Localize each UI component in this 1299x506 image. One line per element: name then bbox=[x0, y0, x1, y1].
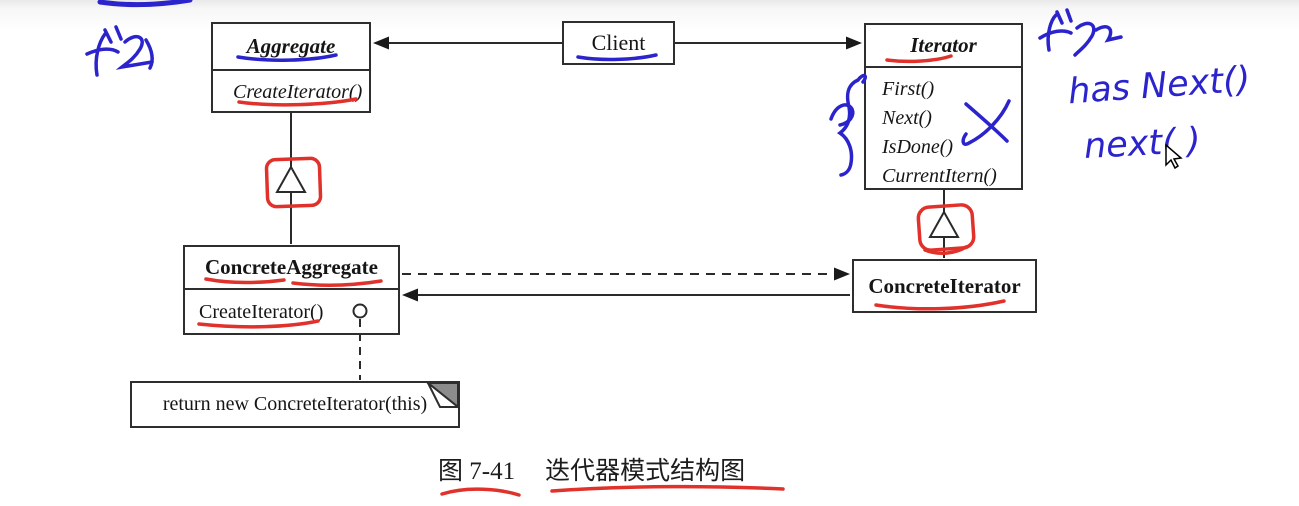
class-box-concreteaggregate: ConcreteAggregate CreateIterator() bbox=[183, 245, 400, 335]
arrowhead-into-iterator bbox=[846, 36, 862, 50]
method-iterator-currentitern: CurrentItern() bbox=[882, 165, 997, 187]
method-iterator-isdone: IsDone() bbox=[882, 136, 954, 158]
class-title-concreteaggregate: ConcreteAggregate bbox=[185, 247, 398, 290]
arrowhead-into-aggregate bbox=[373, 36, 389, 50]
note-folded-corner-icon bbox=[425, 382, 460, 410]
method-aggregate-createiterator: CreateIterator() bbox=[233, 80, 363, 103]
inheritance-triangle-aggregate bbox=[275, 164, 307, 193]
method-iterator-next: Next() bbox=[882, 107, 932, 129]
method-concreteaggregate-createiterator: CreateIterator() bbox=[199, 301, 324, 323]
iterator-method-list: First() Next() IsDone() CurrentItern() bbox=[866, 68, 1021, 191]
note-text: return new ConcreteIterator(this) bbox=[162, 393, 428, 415]
arrowhead-into-concreteiterator bbox=[834, 267, 850, 281]
figure-caption-title: 迭代器模式结构图 bbox=[545, 458, 746, 485]
figure-caption-number: 图 7-41 bbox=[438, 458, 516, 485]
arrowhead-into-concreteaggregate bbox=[402, 288, 418, 302]
figure-caption: 图 7-41 迭代器模式结构图 bbox=[438, 451, 745, 487]
class-box-aggregate: Aggregate CreateIterator() bbox=[211, 22, 371, 113]
class-box-iterator: Iterator First() Next() IsDone() Current… bbox=[864, 23, 1023, 190]
inheritance-triangle-iterator bbox=[928, 209, 960, 238]
note-connector-circle bbox=[352, 303, 368, 319]
class-title-aggregate: Aggregate bbox=[213, 24, 369, 71]
class-box-client: Client bbox=[562, 21, 675, 65]
class-box-concreteiterator: ConcreteIterator bbox=[852, 259, 1037, 313]
class-title-iterator: Iterator bbox=[866, 25, 1021, 68]
uml-note-box: return new ConcreteIterator(this) bbox=[130, 381, 460, 428]
class-title-client: Client bbox=[591, 30, 646, 55]
method-iterator-first: First() bbox=[882, 78, 935, 100]
class-title-concreteiterator: ConcreteIterator bbox=[868, 273, 1021, 298]
handwritten-next-text: next( ) bbox=[1083, 120, 1202, 168]
